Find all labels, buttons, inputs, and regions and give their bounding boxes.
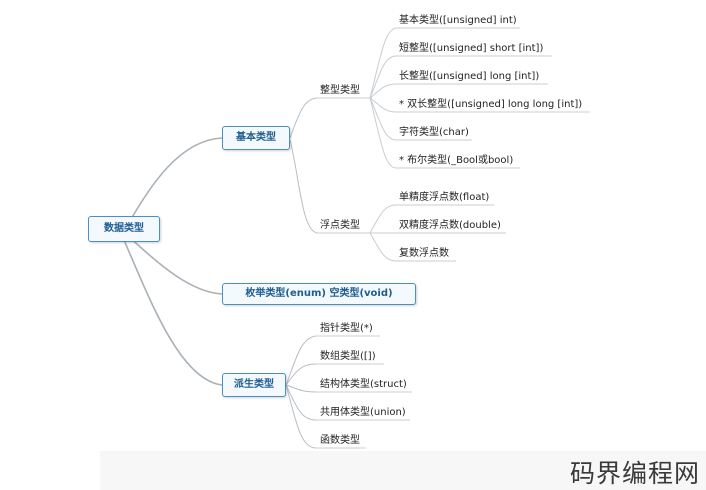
leaf-integer-4[interactable]: * 双长整型([unsigned] long long [int])	[399, 99, 583, 110]
leaf-integer-2[interactable]: 短整型([unsigned] short [int])	[399, 43, 544, 54]
branch-node-derived[interactable]: 派生类型	[222, 373, 286, 397]
group-label-float[interactable]: 浮点类型	[320, 220, 360, 231]
leaf-integer-1[interactable]: 基本类型([unsigned] int)	[399, 15, 517, 26]
leaf-float-1[interactable]: 单精度浮点数(float)	[399, 192, 490, 203]
branch-node-basic-label: 基本类型	[236, 132, 276, 143]
watermark-text: 码界编程网	[569, 459, 700, 488]
link-integer-items	[369, 27, 397, 99]
branch-node-derived-label: 派生类型	[234, 379, 274, 390]
leaf-derived-5[interactable]: 函数类型	[320, 435, 360, 446]
bottom-panel	[100, 451, 706, 490]
root-node[interactable]: 数据类型	[88, 216, 160, 242]
leaf-derived-1[interactable]: 指针类型(*)	[320, 323, 373, 334]
leaf-float-2[interactable]: 双精度浮点数(double)	[399, 220, 501, 231]
leaf-integer-6[interactable]: * 布尔类型(_Bool或bool)	[399, 155, 514, 166]
leaf-derived-2[interactable]: 数组类型([])	[320, 351, 376, 362]
leaf-derived-3[interactable]: 结构体类型(struct)	[320, 379, 407, 390]
leaf-integer-3[interactable]: 长整型([unsigned] long [int])	[399, 71, 540, 82]
link-basic-float	[289, 139, 319, 234]
link-root-enum	[127, 235, 223, 295]
leaf-derived-4[interactable]: 共用体类型(union)	[320, 407, 406, 418]
link-derived-items	[285, 335, 317, 386]
link-float-items	[369, 204, 397, 234]
link-basic-integer	[289, 97, 319, 139]
branch-node-enum-void-label: 枚举类型(enum) 空类型(void)	[245, 288, 393, 299]
group-label-integer[interactable]: 整型类型	[320, 85, 360, 96]
branch-node-enum-void[interactable]: 枚举类型(enum) 空类型(void)	[222, 283, 416, 305]
root-node-label: 数据类型	[104, 223, 144, 234]
link-root-basic	[125, 137, 223, 229]
leaf-float-3[interactable]: 复数浮点数	[399, 248, 449, 259]
leaf-integer-5[interactable]: 字符类型(char)	[399, 127, 469, 138]
link-root-derived	[123, 239, 223, 386]
branch-node-basic[interactable]: 基本类型	[222, 126, 290, 150]
